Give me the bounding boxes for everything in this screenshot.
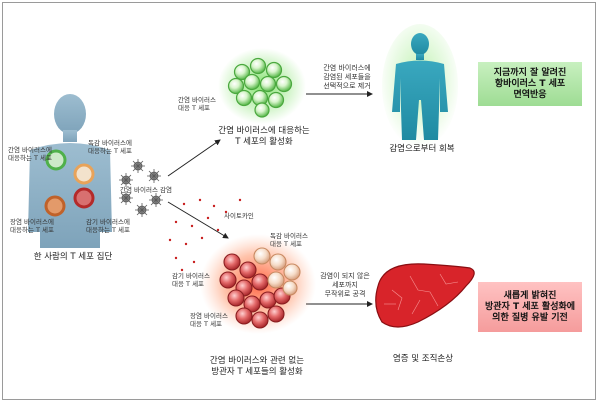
virus-icon xyxy=(119,159,163,217)
label-line: 장염 바이러스 xyxy=(190,312,228,320)
label-line: 독감 바이러스 xyxy=(270,232,308,240)
label-line: 감염된 세포들을 xyxy=(323,73,371,81)
flu-tcell-label: 독감 바이러스에 대응하는 T 세포 xyxy=(88,139,132,155)
box-line: 지금까지 잘 알려진 xyxy=(493,67,567,78)
label-line: 대응 T 세포 xyxy=(172,280,205,288)
caption-line: 간염 바이러스와 관련 없는 xyxy=(209,356,305,366)
label-line: 대응하는 T 세포 xyxy=(88,147,132,155)
caption-line: 간염 바이러스에 대응하는 xyxy=(218,126,310,136)
indiscriminate-attack-label: 감염이 되지 않은 세포까지 무작위로 공격 xyxy=(310,272,380,299)
label-line: 무작위로 공격 xyxy=(324,290,366,298)
infection-label: 간염 바이러스 감염 xyxy=(120,186,172,194)
recovered-person-icon xyxy=(382,24,458,148)
cold-tcell-label: 감기 바이러스에 대응하는 T 세포 xyxy=(86,218,130,234)
cold-tcell-icon xyxy=(73,187,95,209)
red-cluster-caption: 간염 바이러스와 관련 없는 방관자 T 세포들의 활성화 xyxy=(192,356,322,378)
hep-tcell-icon xyxy=(45,149,67,171)
label-line: 감염이 되지 않은 xyxy=(320,272,370,280)
liver-icon xyxy=(375,263,475,328)
red-cluster-cold-label: 감기 바이러스 대응 T 세포 xyxy=(172,272,210,288)
red-tcell-cluster xyxy=(200,234,316,334)
arrow-icon xyxy=(167,201,229,239)
box-line: 방관자 T 세포 활성화에 xyxy=(484,301,576,312)
selective-removal-label: 간염 바이러스에 감염된 세포들을 선택적으로 제거 xyxy=(314,64,380,91)
known-mechanism-box: 지금까지 잘 알려진 항바이러스 T 세포 면역반응 xyxy=(478,62,582,106)
caption-line: 방관자 T 세포들의 활성화 xyxy=(211,367,303,377)
gut-tcell-icon xyxy=(44,195,66,217)
label-line: 장염 바이러스에 xyxy=(10,218,54,226)
green-cluster-caption: 간염 바이러스에 대응하는 T 세포의 활성화 xyxy=(204,126,324,148)
label-line: 대응 T 세포 xyxy=(190,320,223,328)
label-line: 세포까지 xyxy=(332,281,358,289)
box-line: 면역반응 xyxy=(513,89,547,100)
green-cluster-label: 간염 바이러스 대응 T 세포 xyxy=(178,96,216,112)
new-mechanism-box: 새롭게 밝혀진 방관자 T 세포 활성화에 의한 질병 유발 기전 xyxy=(478,282,582,332)
label-line: 독감 바이러스에 xyxy=(88,139,132,147)
label-line: 간염 바이러스에 xyxy=(323,64,371,72)
arrow-icon xyxy=(167,139,221,177)
label-line: 감기 바이러스 xyxy=(172,272,210,280)
damage-caption: 염증 및 조직손상 xyxy=(392,354,454,364)
gut-tcell-label: 장염 바이러스에 대응하는 T 세포 xyxy=(10,218,54,234)
red-cluster-flu-label: 독감 바이러스 대응 T 세포 xyxy=(270,232,308,248)
label-line: 간염 바이러스 xyxy=(178,96,216,104)
label-line: 대응하는 T 세포 xyxy=(8,154,52,162)
label-line: 선택적으로 제거 xyxy=(323,82,371,90)
box-line: 의한 질병 유발 기전 xyxy=(492,312,568,323)
label-line: 대응 T 세포 xyxy=(178,104,211,112)
label-line: 감기 바이러스에 xyxy=(86,218,130,226)
diagram-frame xyxy=(2,2,596,400)
cytokine-label: 사이토카인 xyxy=(224,212,254,220)
flu-tcell-icon xyxy=(73,163,95,185)
box-line: 항바이러스 T 세포 xyxy=(494,78,566,89)
label-line: 대응하는 T 세포 xyxy=(10,226,54,234)
cytokine-dots xyxy=(168,198,242,272)
recovery-caption: 감염으로부터 회복 xyxy=(389,144,455,154)
box-line: 새롭게 밝혀진 xyxy=(503,290,557,301)
label-line: 대응하는 T 세포 xyxy=(86,226,130,234)
label-line: 간염 바이러스에 xyxy=(8,146,52,154)
person-caption: 한 사람의 T 세포 집단 xyxy=(33,252,113,262)
label-line: 대응 T 세포 xyxy=(270,240,303,248)
caption-line: T 세포의 활성화 xyxy=(235,137,293,147)
green-tcell-cluster xyxy=(218,48,306,124)
red-cluster-gut-label: 장염 바이러스 대응 T 세포 xyxy=(190,312,228,328)
hep-tcell-label: 간염 바이러스에 대응하는 T 세포 xyxy=(8,146,52,162)
